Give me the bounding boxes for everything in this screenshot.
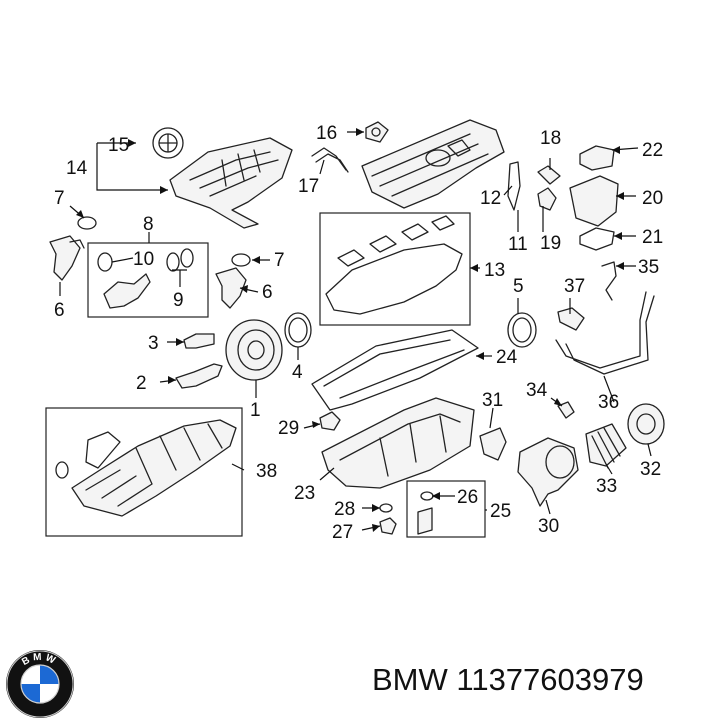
callout-27: 27 — [332, 522, 353, 543]
group-box-38 — [45, 407, 243, 537]
callout-22: 22 — [642, 140, 663, 161]
bracket-31 — [479, 427, 507, 461]
camshaft-sensor-left — [49, 216, 97, 281]
filter-33 — [585, 423, 627, 469]
leader-lines — [59, 131, 652, 531]
callout-8: 8 — [143, 214, 154, 235]
callout-26: 26 — [457, 487, 478, 508]
part-number: 11377603979 — [456, 662, 644, 697]
callout-35: 35 — [638, 257, 659, 278]
housing-20 — [569, 175, 619, 227]
callout-28: 28 — [334, 499, 355, 520]
arrowheads — [76, 128, 624, 532]
callout-labels: 1 2 3 4 5 6 6 7 7 8 9 10 11 12 13 14 15 … — [54, 123, 663, 543]
intake-manifold-38 — [55, 419, 237, 517]
dipstick-tube-26 — [417, 491, 434, 535]
callout-6-right: 6 — [262, 282, 273, 303]
bolt-3 — [183, 333, 215, 349]
sensor-18 — [537, 165, 561, 211]
callout-11: 11 — [508, 234, 528, 255]
drain-plug-27 — [379, 517, 397, 535]
bmw-roundel-icon: BMW — [6, 650, 74, 718]
washer-28 — [379, 503, 393, 513]
emblem-15 — [152, 127, 184, 159]
callout-1: 1 — [250, 400, 261, 421]
callout-31: 31 — [482, 390, 503, 411]
callout-15: 15 — [108, 135, 129, 156]
seal-4 — [284, 312, 312, 348]
callout-18: 18 — [540, 128, 561, 149]
callout-34: 34 — [526, 380, 548, 401]
callout-16: 16 — [316, 123, 337, 144]
valve-cover — [361, 119, 505, 209]
callout-24: 24 — [496, 347, 518, 368]
callout-14: 14 — [66, 158, 88, 179]
callout-19: 19 — [540, 233, 561, 254]
valve-cover-gasket-13 — [325, 215, 463, 315]
filter-housing-30 — [517, 437, 579, 507]
gasket-21 — [579, 227, 615, 251]
part-caption: BMW 11377603979 — [372, 662, 644, 698]
callout-32: 32 — [640, 459, 661, 480]
solenoid-group-8 — [97, 248, 194, 309]
callout-38: 38 — [256, 461, 277, 482]
callout-7-right: 7 — [274, 250, 285, 271]
callout-4: 4 — [292, 362, 303, 383]
callout-37: 37 — [564, 276, 585, 297]
hose-17 — [311, 147, 349, 173]
sensor-12 — [507, 161, 521, 211]
callout-2: 2 — [136, 373, 147, 394]
cap-16 — [365, 121, 389, 143]
group-box-25 — [406, 480, 486, 538]
oil-pan-23 — [321, 397, 475, 489]
camshaft-sensor-right — [215, 253, 251, 309]
callout-20: 20 — [642, 188, 663, 209]
group-box-13 — [319, 212, 471, 326]
callout-13: 13 — [484, 260, 505, 281]
engine-cover — [169, 137, 293, 229]
callout-10: 10 — [133, 249, 154, 270]
seal-5 — [507, 312, 537, 348]
callout-29: 29 — [278, 418, 299, 439]
logo-lettering: BMW — [20, 652, 59, 668]
callout-36: 36 — [598, 392, 619, 413]
callout-30: 30 — [538, 516, 559, 537]
pulley-1 — [225, 319, 283, 381]
brand-name: BMW — [372, 662, 448, 697]
sensor-37 — [557, 307, 585, 331]
callout-23: 23 — [294, 483, 315, 504]
callout-21: 21 — [642, 227, 663, 248]
cover-22 — [579, 145, 615, 171]
sensor-2 — [175, 363, 223, 389]
filter-cap-32 — [627, 403, 665, 445]
pipe-36 — [555, 291, 655, 375]
callout-3: 3 — [148, 333, 159, 354]
callout-9: 9 — [173, 290, 184, 311]
callout-5: 5 — [513, 276, 524, 297]
callout-33: 33 — [596, 476, 617, 497]
callout-12: 12 — [480, 188, 501, 209]
callout-25: 25 — [490, 501, 511, 522]
callout-7-left: 7 — [54, 188, 65, 209]
callout-17: 17 — [298, 176, 319, 197]
callout-6-left: 6 — [54, 300, 65, 321]
oil-pan-gasket-24 — [311, 329, 479, 411]
hose-35 — [601, 261, 617, 301]
group-box-8 — [87, 242, 209, 318]
bolt-29 — [319, 411, 341, 431]
